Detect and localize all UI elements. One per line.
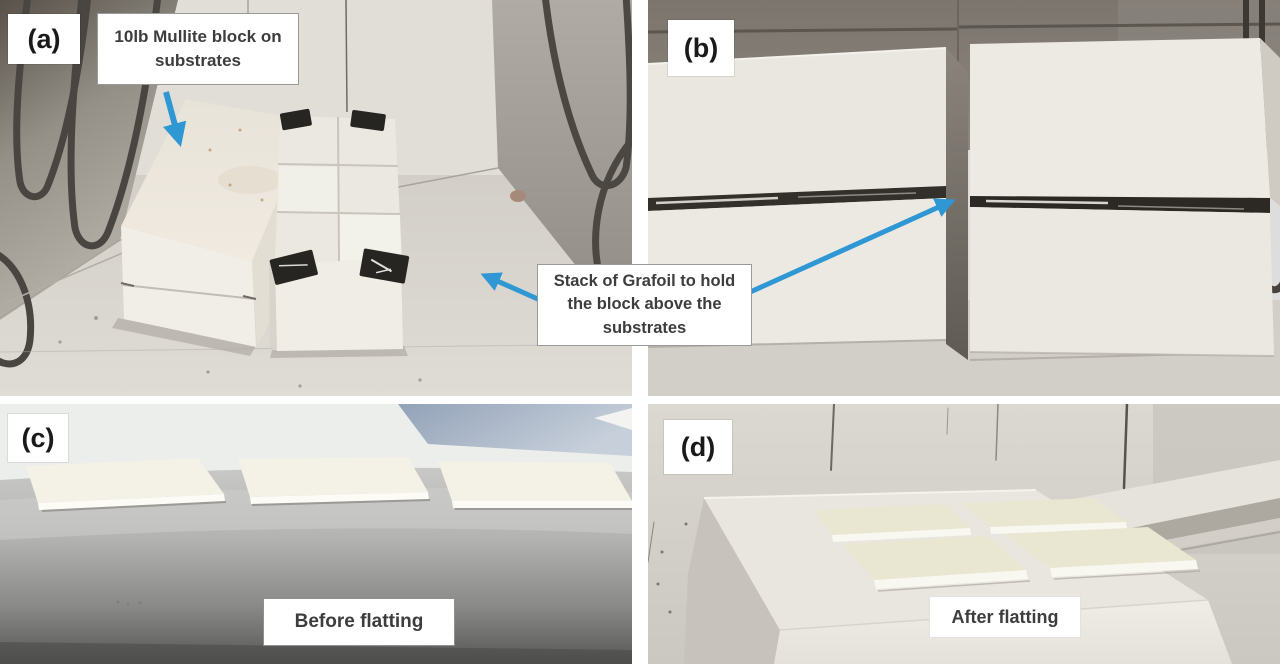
wire — [345, 0, 348, 113]
panel-label-b: (b) — [668, 20, 734, 76]
panel-label-a: (a) — [8, 14, 80, 64]
table-specks — [116, 600, 142, 606]
wall-specks — [656, 522, 688, 614]
block-side-gap — [946, 48, 968, 360]
substrate-stack — [269, 108, 410, 358]
wall-marks — [648, 404, 1129, 563]
panel-label-d: (d) — [664, 420, 732, 474]
flattened-substrates — [814, 498, 1201, 592]
right-block-assembly — [969, 38, 1280, 357]
callout-mullite-block: 10lb Mullite block on substrates — [97, 13, 299, 85]
panel-a-photo: (a) — [0, 0, 632, 396]
wall-speck — [510, 190, 526, 202]
callout-grafoil-stack: Stack of Grafoil to hold the block above… — [537, 264, 752, 346]
substrates-row — [26, 457, 632, 512]
substrates-before-illustration — [0, 404, 632, 664]
heating-elements-left — [0, 0, 161, 368]
panel-label-c: (c) — [8, 414, 68, 462]
caption-after-flatting: After flatting — [929, 596, 1081, 638]
substrates-after-illustration — [648, 404, 1280, 664]
furnace-interior-illustration — [0, 0, 632, 396]
grafoil-pads — [269, 108, 410, 285]
caption-before-flatting: Before flatting — [263, 598, 455, 646]
panel-d-photo: (d) After flatting — [648, 404, 1280, 664]
background-window — [398, 404, 632, 456]
panel-c-photo: (c) Before flatting — [0, 404, 632, 664]
